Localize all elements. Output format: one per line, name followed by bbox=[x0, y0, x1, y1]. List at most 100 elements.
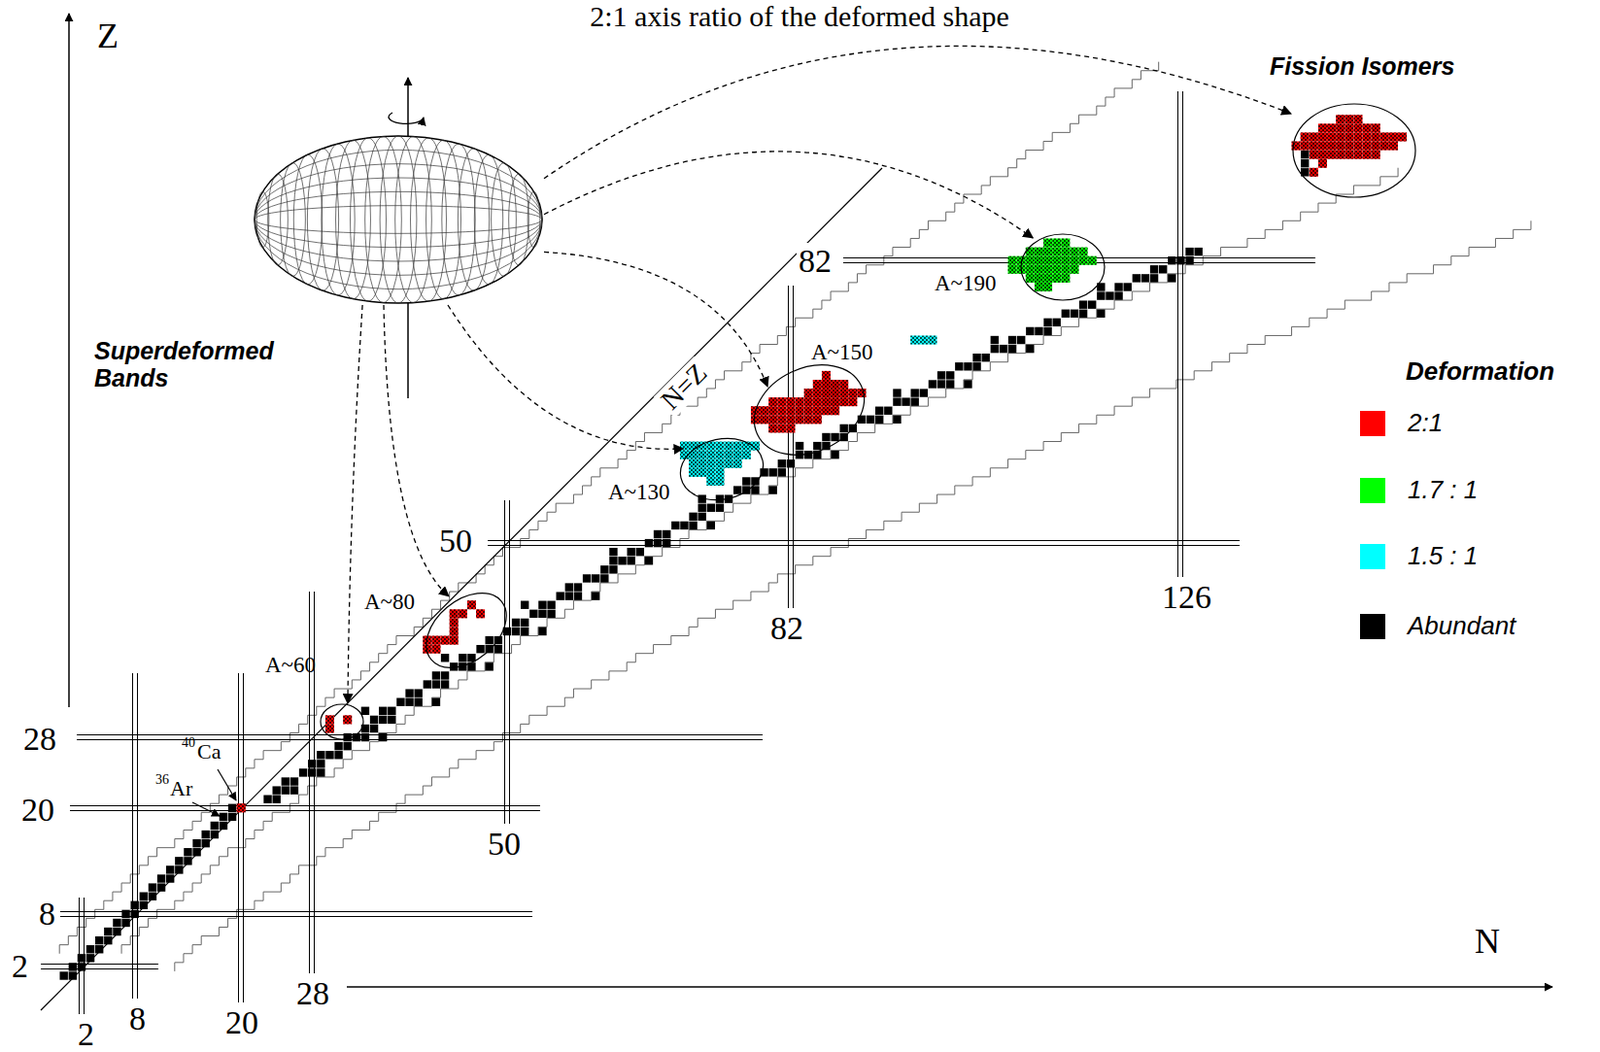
deformed-nucleus bbox=[449, 609, 459, 618]
magic-line bbox=[504, 500, 506, 824]
stable-nucleus bbox=[432, 698, 441, 707]
hatch bbox=[706, 459, 715, 469]
legend-swatch bbox=[1360, 613, 1386, 640]
stable-nucleus bbox=[378, 715, 387, 724]
deformed-nucleus bbox=[1300, 132, 1310, 141]
stable-nucleus bbox=[387, 715, 396, 724]
hatch bbox=[1052, 238, 1061, 248]
hatch bbox=[1043, 256, 1053, 266]
stable-nucleus bbox=[1025, 327, 1034, 336]
deformed-nucleus bbox=[441, 636, 450, 646]
hatch bbox=[706, 476, 715, 486]
hatch bbox=[1088, 256, 1097, 266]
stable-nucleus bbox=[999, 344, 1008, 353]
hatch bbox=[714, 459, 724, 469]
stable-nucleus bbox=[653, 530, 662, 539]
stable-nucleus bbox=[121, 910, 130, 919]
deformed-nucleus bbox=[449, 627, 459, 637]
deformed-nucleus bbox=[1353, 150, 1362, 160]
stable-nucleus bbox=[334, 750, 342, 759]
stable-nucleus bbox=[228, 804, 237, 813]
hatch bbox=[1309, 132, 1319, 141]
stable-nucleus bbox=[148, 883, 157, 891]
deformed-nucleus bbox=[1079, 256, 1089, 266]
stable-nucleus bbox=[405, 698, 413, 707]
stable-nucleus bbox=[609, 556, 617, 565]
deformed-nucleus bbox=[1371, 132, 1381, 141]
deformed-nucleus bbox=[688, 468, 698, 477]
hatch bbox=[1060, 247, 1070, 257]
hatch bbox=[1008, 265, 1018, 274]
stable-nucleus bbox=[1123, 282, 1132, 291]
deformed-nucleus bbox=[1353, 123, 1362, 133]
deformed-nucleus bbox=[1043, 247, 1053, 257]
mass-region-label: A~60 bbox=[265, 652, 316, 678]
hatch bbox=[431, 636, 441, 646]
stable-nucleus bbox=[405, 688, 413, 697]
stable-nucleus bbox=[60, 971, 69, 980]
stable-nucleus bbox=[769, 468, 778, 477]
latitude-line bbox=[426, 139, 462, 299]
magic-number: 82 bbox=[796, 242, 834, 279]
stable-nucleus bbox=[919, 388, 928, 397]
hatch bbox=[1318, 159, 1328, 169]
deformed-nucleus bbox=[1088, 256, 1097, 266]
deformed-nucleus bbox=[830, 397, 840, 407]
deformed-nucleus bbox=[1318, 141, 1328, 151]
hatch bbox=[1327, 132, 1336, 141]
hatch bbox=[1318, 132, 1328, 141]
deformed-nucleus bbox=[1344, 141, 1354, 151]
stable-nucleus bbox=[892, 415, 901, 424]
hatch bbox=[1371, 141, 1381, 151]
stable-nucleus bbox=[769, 485, 778, 494]
magic-number: 2 bbox=[11, 948, 29, 985]
hatch bbox=[688, 442, 698, 451]
deformed-nucleus bbox=[1043, 256, 1053, 266]
region-ellipse: A~80 bbox=[424, 591, 509, 670]
stable-nucleus bbox=[546, 610, 555, 618]
deformed-nucleus bbox=[1362, 150, 1372, 160]
deformed-nucleus bbox=[750, 414, 760, 424]
stable-nucleus bbox=[1300, 159, 1309, 168]
hatch bbox=[1335, 132, 1345, 141]
stable-nucleus bbox=[237, 804, 245, 813]
hatch bbox=[750, 414, 760, 424]
hatch bbox=[830, 379, 840, 389]
stable-nucleus bbox=[1079, 309, 1088, 318]
deformed-nucleus bbox=[714, 442, 724, 451]
deformed-nucleus bbox=[431, 645, 441, 654]
deformed-nucleus bbox=[1025, 256, 1035, 266]
hatch bbox=[821, 371, 831, 380]
deformed-nucleus bbox=[733, 442, 743, 451]
hatch bbox=[1318, 123, 1328, 133]
deformed-nucleus bbox=[777, 423, 786, 433]
magic-number: 50 bbox=[487, 825, 521, 862]
hatch bbox=[768, 423, 778, 433]
hatch bbox=[785, 406, 795, 415]
hatch bbox=[1008, 256, 1018, 266]
stable-nucleus bbox=[565, 582, 574, 591]
hatch bbox=[237, 803, 246, 813]
magic-line bbox=[238, 673, 239, 1003]
stable-nucleus bbox=[387, 707, 396, 715]
hatch bbox=[804, 397, 814, 407]
deformed-nucleus bbox=[804, 414, 814, 424]
deformed-nucleus bbox=[804, 406, 814, 415]
deformed-nucleus bbox=[821, 388, 831, 398]
hatch bbox=[733, 442, 743, 451]
stable-nucleus bbox=[86, 953, 95, 962]
stable-nucleus bbox=[1300, 150, 1309, 159]
stable-nucleus bbox=[892, 397, 901, 406]
hatch bbox=[795, 397, 805, 407]
deformed-nucleus bbox=[1353, 141, 1362, 151]
hatch bbox=[1309, 168, 1319, 177]
stable-nucleus bbox=[281, 777, 290, 785]
deformed-nucleus bbox=[467, 600, 477, 610]
stable-nucleus bbox=[157, 883, 166, 891]
stable-nucleus bbox=[68, 962, 77, 971]
hatch bbox=[742, 442, 751, 451]
stable-nucleus bbox=[378, 707, 387, 715]
